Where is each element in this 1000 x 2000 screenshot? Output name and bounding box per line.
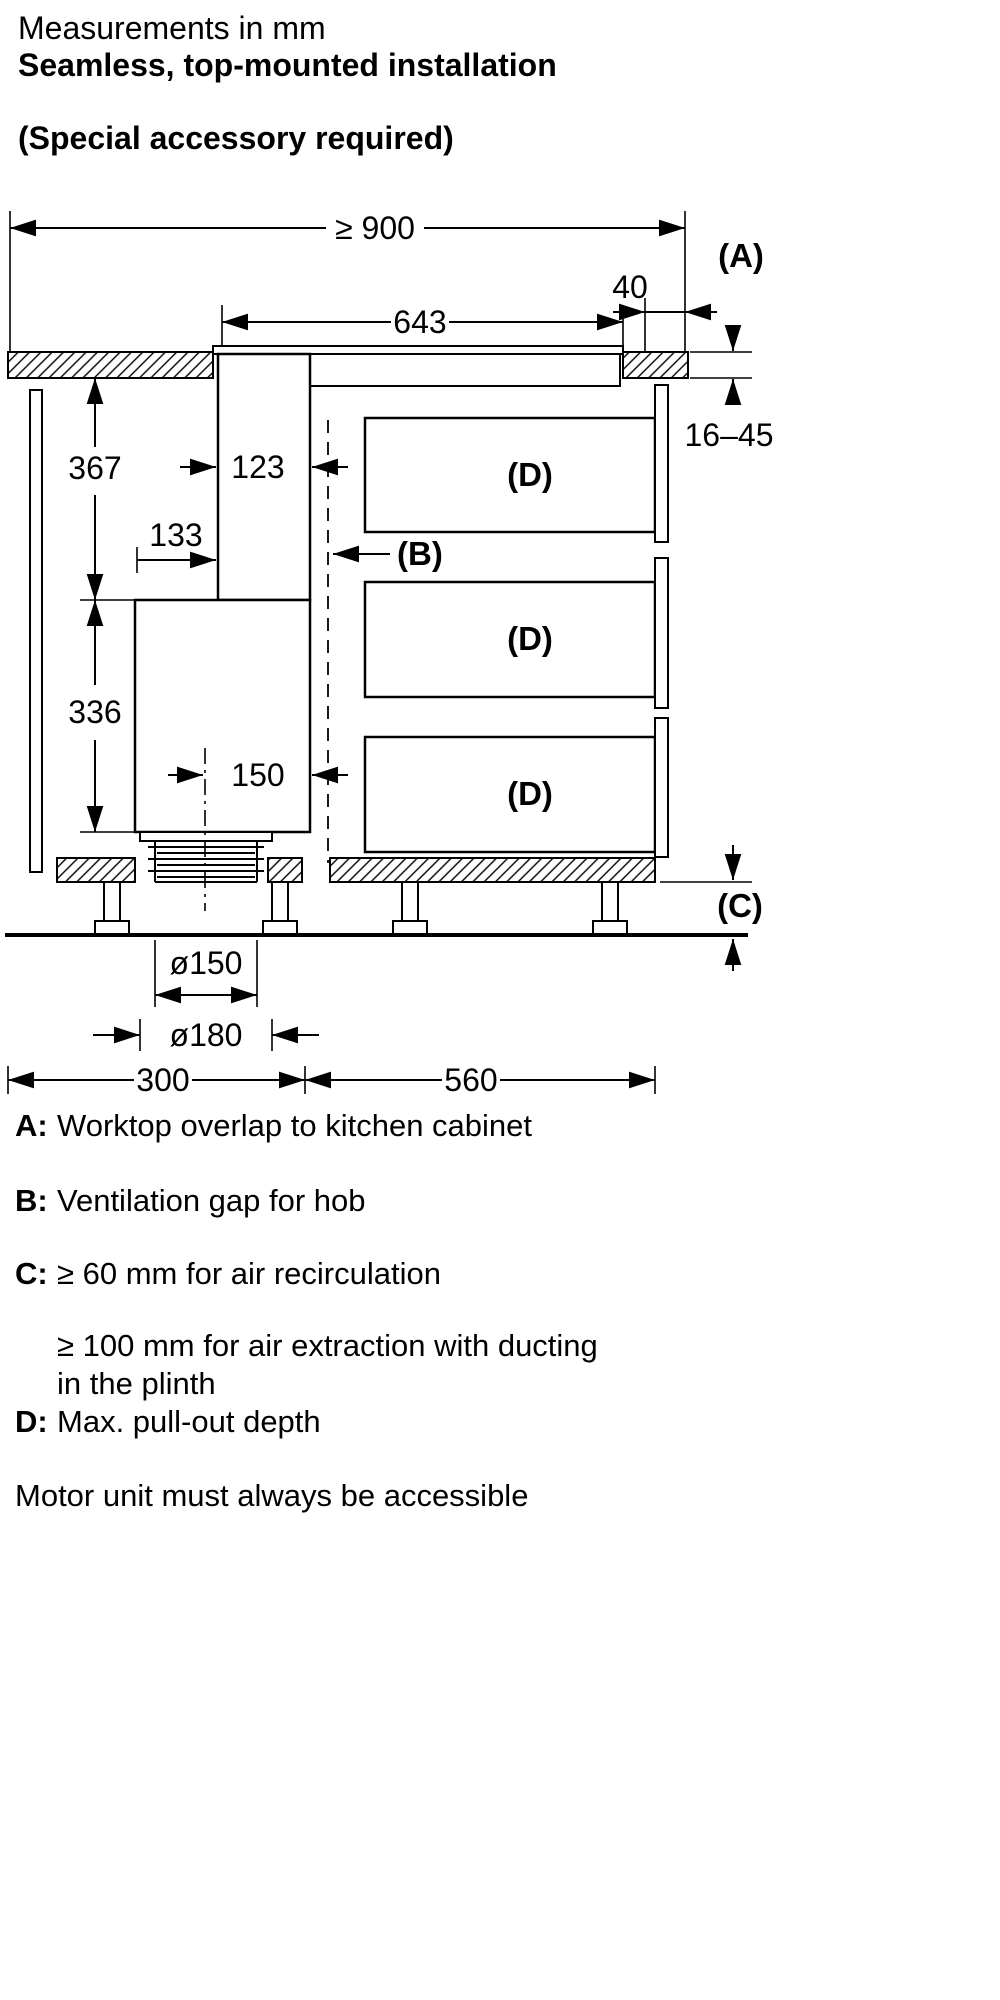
label-b: (B)	[397, 535, 443, 572]
motor-unit	[133, 598, 312, 834]
dim-duct-width-label: 123	[231, 449, 284, 485]
label-d-1: (D)	[507, 456, 553, 493]
drawer-1	[363, 416, 657, 534]
dim-hob-width-643: 643	[221, 304, 624, 346]
legend-item-b: B: Ventilation gap for hob	[15, 1183, 366, 1219]
duct-flange	[139, 831, 273, 842]
legend-key-c: C:	[15, 1256, 48, 1291]
cabinet-side-panel-right-top	[654, 384, 669, 543]
dimension-lines: ≥ 900 (A) 40 643 16–45	[7, 210, 774, 1098]
cabinet-side-panel-left	[29, 389, 43, 873]
legend-key-a: A:	[15, 1108, 48, 1143]
dim-duct-diameter-label: ø150	[170, 945, 243, 981]
title-accessory-note: (Special accessory required)	[18, 120, 454, 156]
drawer-labels: (D) (D) (D)	[507, 456, 553, 812]
legend-text-c: ≥ 60 mm for air recirculation	[57, 1256, 441, 1291]
cabinet-side-panel-right-mid	[654, 557, 669, 709]
title-measurements: Measurements in mm	[18, 10, 326, 46]
dim-duct-offset-label: 133	[149, 517, 202, 553]
dim-duct-width-123: 123	[180, 449, 348, 485]
motor-access-note: Motor unit must always be accessible	[15, 1478, 529, 1513]
worktop-right-section	[622, 351, 689, 379]
legend-text-d: Max. pull-out depth	[57, 1404, 321, 1439]
dim-height-367-label: 367	[68, 450, 121, 486]
legend-item-a: A: Worktop overlap to kitchen cabinet	[15, 1108, 532, 1144]
dim-bottom-sections: 300 560	[7, 1062, 656, 1098]
legend-key-d: D:	[15, 1404, 48, 1439]
dim-section-right-label: 560	[444, 1062, 497, 1098]
legend-key-b: B:	[15, 1183, 48, 1218]
cabinet-side-panel-right-bottom	[654, 717, 669, 858]
dim-center-offset-150: 150	[168, 757, 348, 793]
label-d-2: (D)	[507, 620, 553, 657]
plinth-block-center	[267, 857, 303, 883]
dim-section-left-label: 300	[136, 1062, 189, 1098]
dim-overlap-40: 40	[612, 269, 717, 352]
dim-worktop-thickness-label: 16–45	[685, 417, 774, 453]
dim-duct-offset-133: 133	[136, 517, 216, 573]
legend-text-a: Worktop overlap to kitchen cabinet	[57, 1108, 533, 1143]
exhaust-duct	[216, 352, 312, 602]
label-d-3: (D)	[507, 775, 553, 812]
dim-flange-diameter-label: ø180	[170, 1017, 243, 1053]
dim-hob-width-label: 643	[393, 304, 446, 340]
label-c: (C)	[717, 887, 763, 924]
legend-item-d: D: Max. pull-out depth	[15, 1404, 321, 1440]
legend-text-c-extraction-line1: ≥ 100 mm for air extraction with ducting	[57, 1328, 598, 1363]
dim-center-offset-label: 150	[231, 757, 284, 793]
dim-total-width: ≥ 900	[9, 210, 686, 352]
dim-duct-diameter-150: ø150	[154, 940, 258, 1007]
worktop-left-section	[7, 351, 214, 379]
plinth-block-left	[56, 857, 136, 883]
dim-flange-diameter-180: ø180	[93, 1017, 319, 1053]
installation-diagram: ≥ 900 (A) 40 643 16–45	[5, 210, 774, 1098]
label-b-pointer: (B)	[333, 535, 443, 572]
legend-text-b: Ventilation gap for hob	[57, 1183, 366, 1218]
cabinet-legs	[94, 881, 628, 936]
dim-worktop-thickness: 16–45	[685, 325, 774, 453]
legend-item-c: C: ≥ 60 mm for air recirculation	[15, 1256, 441, 1292]
legend-text-c-extraction-line2: in the plinth	[57, 1366, 216, 1401]
dim-motor-height-336: 336	[68, 600, 135, 833]
dim-height-367: 367	[68, 378, 135, 601]
dim-motor-height-label: 336	[68, 694, 121, 730]
cabinet-structure	[5, 345, 748, 937]
dim-overlap-label: 40	[612, 269, 648, 305]
corrugated-duct-connector	[148, 841, 264, 883]
dim-total-width-label: ≥ 900	[335, 210, 415, 246]
dim-plinth-gap-c: (C)	[660, 845, 763, 971]
plinth-block-right	[329, 857, 656, 883]
label-a: (A)	[718, 237, 764, 274]
hob-body	[309, 353, 621, 387]
title-installation-type: Seamless, top-mounted installation	[18, 47, 557, 83]
